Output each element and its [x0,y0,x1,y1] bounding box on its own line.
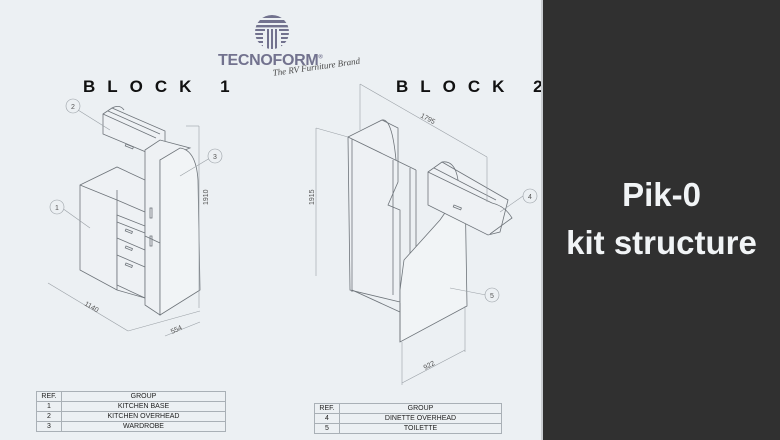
panel-title-line-1: Pik-0 [622,176,701,213]
header-ref: REF. [314,403,340,414]
wardrobe-drawing [144,139,201,316]
table-header-row: REF. GROUP [314,403,502,414]
callout-2: 2 [71,104,75,111]
table-header-row: REF. GROUP [36,391,226,402]
block-1-reference-table: REF. GROUP 1 KITCHEN BASE 2 KITCHEN OVER… [36,391,226,432]
header-group: GROUP [339,403,502,414]
dinette-overhead-drawing [427,161,513,236]
block-2-cabinet-drawing [347,119,468,343]
block-2-reference-table: REF. GROUP 4 DINETTE OVERHEAD 5 TOILETTE [314,403,502,434]
table-row: 2 KITCHEN OVERHEAD [36,411,226,422]
cell-group: KITCHEN BASE [61,401,226,412]
dim-1915: 1915 [309,189,316,205]
cell-group: WARDROBE [61,421,226,432]
callout-4: 4 [528,194,532,201]
callout-5: 5 [490,293,494,300]
title-panel: Pik-0 kit structure [543,0,780,440]
dim-1910: 1910 [203,189,210,205]
table-row: 3 WARDROBE [36,421,226,432]
panel-divider [541,0,543,440]
technical-drawing: 1140 554 1910 1795 1915 922 1 2 3 4 5 [47,83,538,385]
cell-ref: 5 [314,423,340,434]
panel-title-line-2: kit structure [566,224,757,261]
cell-group: DINETTE OVERHEAD [339,413,502,424]
dim-1140: 1140 [83,301,100,315]
kitchen-base-drawing [79,166,146,299]
brand-name: TECNOFORM® [218,52,323,69]
cell-group: KITCHEN OVERHEAD [61,411,226,422]
header-group: GROUP [61,391,226,402]
cell-ref: 4 [314,413,340,424]
tecnoform-logo-icon [255,15,289,49]
table-row: 1 KITCHEN BASE [36,401,226,412]
dim-1795: 1795 [419,113,436,127]
cell-group: TOILETTE [339,423,502,434]
callout-1: 1 [55,205,59,212]
header-ref: REF. [36,391,62,402]
cell-ref: 3 [36,421,62,432]
table-row: 4 DINETTE OVERHEAD [314,413,502,424]
dim-554: 554 [170,324,184,335]
block-1-title: BLOCK 1 [83,77,242,96]
cell-ref: 1 [36,401,62,412]
cell-ref: 2 [36,411,62,422]
table-row: 5 TOILETTE [314,423,502,434]
block-2-title: BLOCK 2 [396,77,555,96]
dim-922: 922 [423,360,437,372]
callout-3: 3 [213,154,217,161]
